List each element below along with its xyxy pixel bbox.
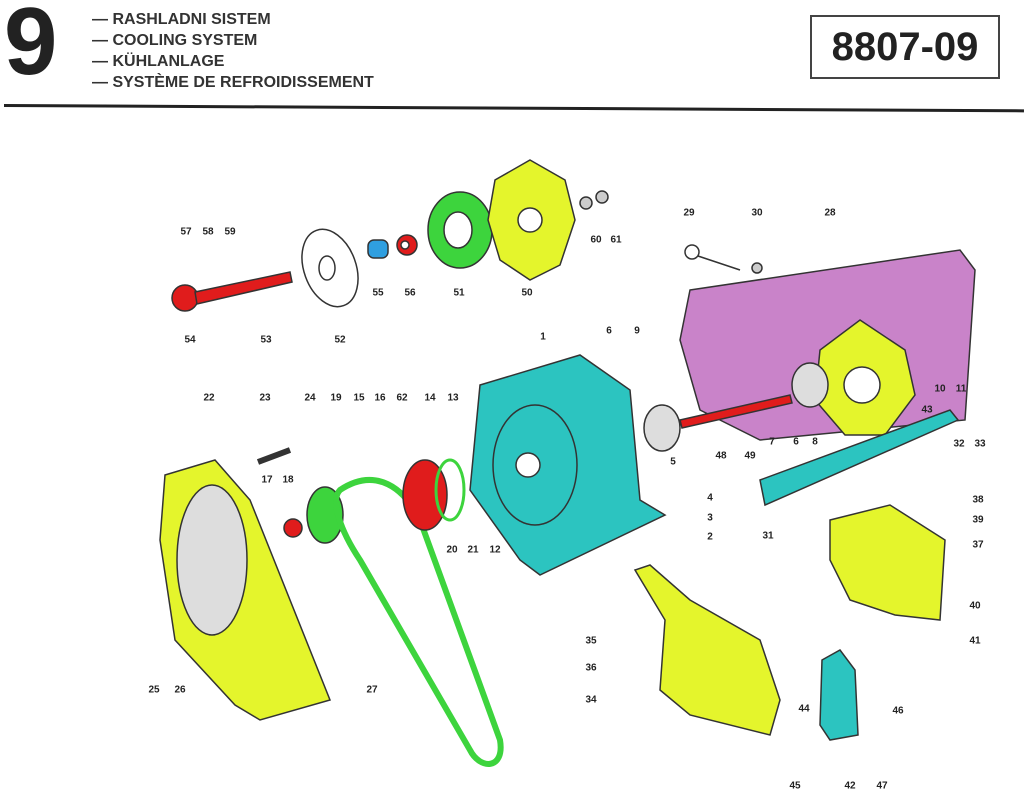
part-37-cover — [829, 504, 946, 621]
part-label: 5 — [670, 456, 676, 468]
part-29-eyebolt — [684, 244, 741, 271]
part-label: 15 — [353, 392, 365, 404]
part-54-nut — [171, 284, 199, 312]
part-34-cover — [633, 564, 781, 736]
part-label: 34 — [585, 694, 597, 706]
part-6-bearing — [643, 404, 681, 452]
part-label: 12 — [489, 544, 501, 556]
part-label: 57 — [180, 226, 192, 238]
part-label: 29 — [683, 207, 695, 219]
part-label: 20 — [446, 544, 458, 556]
part-50-fan — [487, 159, 576, 281]
part-label: 13 — [447, 392, 459, 404]
part-52-bearing-ring — [301, 228, 359, 308]
part-label: 56 — [404, 287, 416, 299]
part-label: 46 — [892, 705, 904, 717]
part-60-61-washers — [579, 190, 609, 210]
part-label: 3 — [707, 512, 713, 524]
part-label: 31 — [762, 530, 774, 542]
part-label: 37 — [972, 539, 984, 551]
part-label: 50 — [521, 287, 533, 299]
part-label: 22 — [203, 392, 215, 404]
part-23-bolt — [256, 447, 292, 465]
part-label: 32 — [953, 438, 965, 450]
part-label: 9 — [634, 325, 640, 337]
part-label: 33 — [974, 438, 986, 450]
part-label: 38 — [972, 494, 984, 506]
section-number: 9 — [4, 0, 58, 95]
part-label: 6 — [606, 325, 612, 337]
part-56-washer — [396, 234, 418, 256]
part-43-fan — [814, 319, 916, 436]
part-51-pulley — [427, 191, 493, 269]
part-label: 18 — [282, 474, 294, 486]
part-label: 62 — [396, 392, 408, 404]
part-label: 6 — [793, 436, 799, 448]
title-english: COOLING SYSTEM — [92, 30, 374, 51]
part-label: 54 — [184, 334, 196, 346]
part-label: 7 — [769, 436, 775, 448]
part-label: 43 — [921, 404, 933, 416]
part-55-sleeve — [367, 239, 389, 259]
part-label: 16 — [374, 392, 386, 404]
part-17-18-nut — [283, 518, 303, 538]
part-label: 44 — [798, 703, 810, 715]
part-22-cover — [159, 459, 332, 721]
part-label: 10 — [934, 383, 946, 395]
part-label: 19 — [330, 392, 342, 404]
part-label: 47 — [876, 780, 888, 792]
part-label: 4 — [707, 492, 713, 504]
part-27-belt — [333, 477, 504, 767]
part-label: 8 — [812, 436, 818, 448]
part-label: 48 — [715, 450, 727, 462]
part-label: 30 — [751, 207, 763, 219]
part-label: 27 — [366, 684, 378, 696]
part-label: 35 — [585, 635, 597, 647]
part-label: 39 — [972, 514, 984, 526]
part-label: 40 — [969, 600, 981, 612]
title-german: KÜHLANLAGE — [92, 51, 374, 72]
part-label: 59 — [224, 226, 236, 238]
part-label: 24 — [304, 392, 316, 404]
part-30-washer — [751, 262, 763, 274]
part-42-plate — [819, 649, 859, 741]
part-label: 49 — [744, 450, 756, 462]
part-label: 25 — [148, 684, 160, 696]
part-label: 42 — [844, 780, 856, 792]
part-label: 41 — [969, 635, 981, 647]
part-label: 2 — [707, 531, 713, 543]
part-label: 51 — [453, 287, 465, 299]
part-7-shaft — [679, 394, 793, 429]
part-label: 36 — [585, 662, 597, 674]
section-titles: RASHLADNI SISTEM COOLING SYSTEM KÜHLANLA… — [92, 9, 374, 93]
part-label: 1 — [540, 331, 546, 343]
part-label: 26 — [174, 684, 186, 696]
part-label: 55 — [372, 287, 384, 299]
part-label: 52 — [334, 334, 346, 346]
page-code: 8807-09 — [810, 15, 1000, 79]
part-8-bearing — [791, 362, 829, 408]
part-31-bracket — [759, 409, 960, 507]
part-label: 53 — [260, 334, 272, 346]
part-label: 17 — [261, 474, 273, 486]
title-serbian: RASHLADNI SISTEM — [92, 9, 374, 30]
part-53-shaft — [194, 271, 293, 305]
part-label: 61 — [610, 234, 622, 246]
part-1-blower-housing — [469, 354, 667, 576]
part-label: 14 — [424, 392, 436, 404]
part-label: 23 — [259, 392, 271, 404]
title-french: SYSTÈME DE REFROIDISSEMENT — [92, 72, 373, 93]
part-13-14-pulley — [402, 458, 466, 531]
part-label: 60 — [590, 234, 602, 246]
part-label: 58 — [202, 226, 214, 238]
part-label: 21 — [467, 544, 479, 556]
part-label: 28 — [824, 207, 836, 219]
part-label: 45 — [789, 780, 801, 792]
part-label: 11 — [955, 383, 967, 395]
